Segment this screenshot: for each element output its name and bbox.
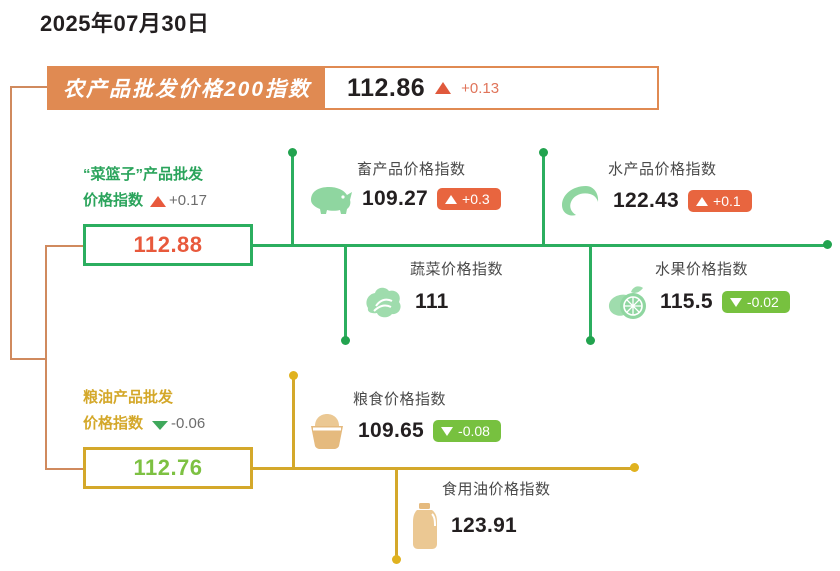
shrimp-icon xyxy=(562,186,599,216)
grain-riser xyxy=(292,378,295,468)
grainoil-caption-line2: 价格指数 xyxy=(83,415,144,432)
vegetable-value: 111 xyxy=(415,290,449,313)
pig-icon xyxy=(311,187,352,214)
main-index-delta: +0.13 xyxy=(461,79,500,97)
main-index-bar: 农产品批发价格200指数 112.86 +0.13 xyxy=(47,66,659,110)
vegetable-title: 蔬菜价格指数 xyxy=(410,261,504,278)
fruit-title: 水果价格指数 xyxy=(655,261,749,278)
page-title: 2025年07月30日 xyxy=(40,11,210,36)
grainoil-delta: -0.06 xyxy=(171,415,206,432)
basket-value-box: 112.88 xyxy=(83,224,253,266)
aquatic-riser xyxy=(542,155,545,245)
basket-caption-line2: 价格指数 xyxy=(83,192,144,209)
grainoil-value-box: 112.76 xyxy=(83,447,253,489)
basket-caption-line1: “菜篮子”产品批发 xyxy=(83,166,204,183)
aquatic-delta: +0.1 xyxy=(713,193,741,209)
vegetable-dot xyxy=(341,336,350,345)
grainoil-caption-line1: 粮油产品批发 xyxy=(83,389,174,406)
grain-dot xyxy=(289,371,298,380)
connector-main-horizontal xyxy=(10,86,49,88)
grainoil-value: 112.76 xyxy=(133,455,203,480)
livestock-badge: +0.3 xyxy=(437,188,501,210)
fruit-down-triangle-icon xyxy=(729,297,742,307)
basket-caption: “菜篮子”产品批发 价格指数 +0.17 xyxy=(83,162,273,214)
connector-to-grainoil-box xyxy=(45,468,83,470)
aquatic-title: 水产品价格指数 xyxy=(608,161,717,178)
basket-delta: +0.17 xyxy=(169,192,207,209)
fruit-value: 115.5 xyxy=(660,290,713,313)
fruit-dot xyxy=(586,336,595,345)
vegetable-row: 111 xyxy=(358,282,503,322)
basket-up-triangle-icon xyxy=(150,195,167,207)
fruit-riser xyxy=(589,244,592,339)
oil-value: 123.91 xyxy=(451,514,518,537)
aquatic-badge: +0.1 xyxy=(688,190,752,212)
leaf-vegetable: 蔬菜价格指数 111 xyxy=(358,258,503,322)
main-index-value-group: 112.86 +0.13 xyxy=(325,68,657,108)
vegetable-riser xyxy=(344,244,347,339)
main-index-up-triangle-icon xyxy=(435,82,452,94)
oil-bottle-icon xyxy=(413,503,437,549)
grainoil-caption-line2-group: 价格指数 -0.06 xyxy=(83,411,283,437)
oil-riser xyxy=(395,467,398,558)
aquatic-row: 122.43 +0.1 xyxy=(556,182,752,220)
livestock-up-triangle-icon xyxy=(445,194,458,204)
grain-title: 粮食价格指数 xyxy=(353,391,447,408)
connector-main-trunk xyxy=(10,86,12,360)
aquatic-up-triangle-icon xyxy=(696,196,709,206)
connector-branch-spine xyxy=(45,245,47,470)
basket-spine-end-dot xyxy=(823,240,832,249)
fruit-badge: -0.02 xyxy=(721,291,790,313)
livestock-row: 109.27 +0.3 xyxy=(305,182,501,216)
leaf-aquatic: 水产品价格指数 122.43 +0.1 xyxy=(556,158,752,220)
grainoil-spine-horizontal xyxy=(253,467,634,470)
grain-down-triangle-icon xyxy=(441,426,454,436)
livestock-dot xyxy=(288,148,297,157)
basket-caption-line2-group: 价格指数 +0.17 xyxy=(83,188,273,214)
livestock-title: 畜产品价格指数 xyxy=(357,161,466,178)
fruit-delta: -0.02 xyxy=(746,294,779,310)
main-index-label: 农产品批发价格200指数 xyxy=(49,68,326,108)
connector-to-basket-box xyxy=(45,245,83,247)
grain-badge: -0.08 xyxy=(433,420,501,442)
livestock-riser xyxy=(291,155,294,245)
livestock-value: 109.27 xyxy=(362,187,429,210)
aquatic-dot xyxy=(539,148,548,157)
grain-value: 109.65 xyxy=(358,419,425,442)
connector-trunk-bottom xyxy=(10,358,47,360)
oil-dot xyxy=(392,555,401,564)
main-index-value: 112.86 xyxy=(347,73,426,102)
aquatic-value: 122.43 xyxy=(613,189,680,212)
oil-row: 123.91 xyxy=(408,502,551,550)
leaf-oil: 食用油价格指数 123.91 xyxy=(408,478,551,550)
leaf-livestock: 畜产品价格指数 109.27 +0.3 xyxy=(305,158,501,216)
grain-delta: -0.08 xyxy=(458,423,490,439)
cabbage-icon xyxy=(366,287,401,318)
grainoil-caption: 粮油产品批发 价格指数 -0.06 xyxy=(83,385,283,437)
grainoil-spine-end-dot xyxy=(630,463,639,472)
fruit-row: 115.5 -0.02 xyxy=(603,282,790,322)
leaf-fruit: 水果价格指数 115.5 -0.02 xyxy=(603,258,790,322)
grain-row: 109.65 -0.08 xyxy=(305,412,501,450)
grainoil-down-triangle-icon xyxy=(152,420,169,430)
livestock-delta: +0.3 xyxy=(462,191,490,207)
leaf-grain: 粮食价格指数 109.65 -0.08 xyxy=(305,388,501,450)
rice-bowl-icon xyxy=(311,414,343,449)
basket-spine-horizontal xyxy=(253,244,827,247)
basket-value: 112.88 xyxy=(133,232,203,257)
oil-title: 食用油价格指数 xyxy=(442,481,551,498)
fruit-icon xyxy=(608,286,646,319)
